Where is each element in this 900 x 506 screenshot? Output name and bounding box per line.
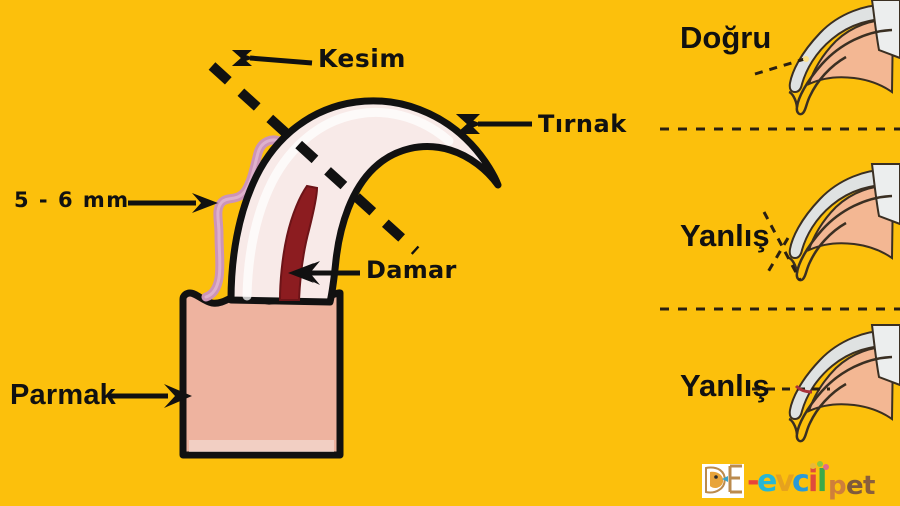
claw-example-wrong-quick	[752, 324, 900, 443]
mm-arrow	[128, 193, 218, 213]
blood-vessel	[278, 184, 319, 301]
parmak-arrow	[108, 384, 192, 408]
cut-line-dashed	[208, 62, 420, 255]
logo-letter-l: l	[817, 464, 827, 499]
damar-arrow	[288, 261, 360, 285]
logo-letter-p: p	[828, 471, 847, 501]
tirnak-arrow	[456, 114, 532, 134]
evcilpet-logo[interactable]: - e v c i l p e t	[700, 458, 896, 502]
kesim-arrow	[232, 50, 313, 66]
logo-letter-e: e	[757, 464, 777, 499]
logo-letter-c: c	[792, 464, 810, 499]
logo-letter-e2: e	[846, 471, 864, 501]
finger-shape	[179, 288, 344, 459]
logo-dash: -	[747, 464, 759, 499]
logo-letter-v: v	[775, 464, 795, 499]
logo-letter-i: i	[808, 464, 818, 499]
claw-example-wrong-short	[762, 163, 900, 282]
claw-example-correct	[754, 0, 900, 116]
parrot-icon	[702, 464, 744, 498]
quick-outline-marker	[201, 135, 288, 302]
logo-letter-t: t	[863, 471, 875, 501]
